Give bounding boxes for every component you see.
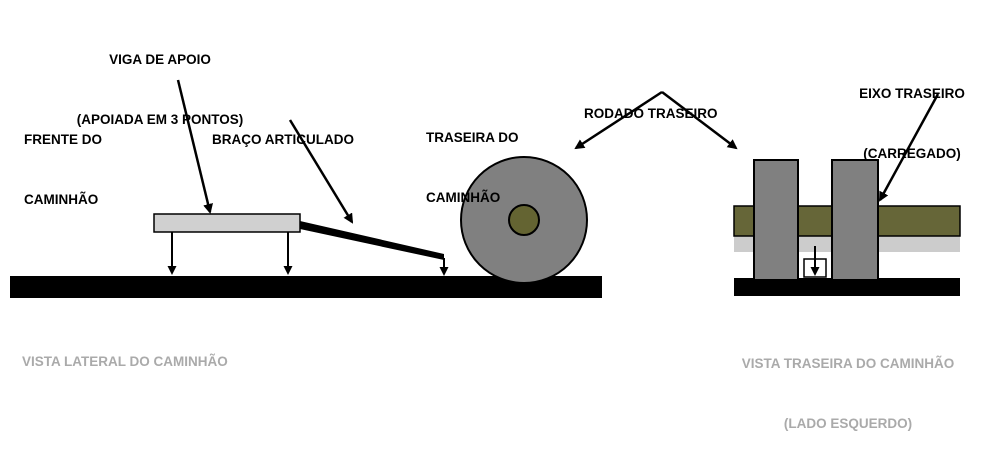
beam-label-line1: VIGA DE APOIO <box>109 52 211 67</box>
diagram-canvas: VIGA DE APOIO (APOIADA EM 3 PONTOS) FREN… <box>10 10 978 431</box>
wheels-label: RODADO TRASEIRO <box>584 64 718 164</box>
arm-label: BRAÇO ARTICULADO <box>212 90 354 190</box>
rear-label-line1: TRASEIRA DO <box>426 130 519 145</box>
rear-label-line2: CAMINHÃO <box>426 190 501 205</box>
rear-view-caption: VISTA TRASEIRA DO CAMINHÃO (LADO ESQUERD… <box>718 314 978 474</box>
rear-view-ground <box>734 278 960 296</box>
diagram-drawing <box>10 79 961 298</box>
articulated-arm <box>300 221 444 260</box>
side-view-ground <box>10 276 602 298</box>
side-view-caption-text: VISTA LATERAL DO CAMINHÃO <box>22 354 228 369</box>
axle-label-line1: EIXO TRASEIRO <box>859 86 965 101</box>
beam-label-line2: (APOIADA EM 3 PONTOS) <box>76 112 244 127</box>
beam-label: VIGA DE APOIO (APOIADA EM 3 PONTOS) <box>20 10 300 170</box>
support-beam <box>153 213 301 233</box>
axle-label: EIXO TRASEIRO (CARREGADO) <box>846 44 978 204</box>
axle-label-arrow <box>878 93 940 202</box>
rear-view-caption-line1: VISTA TRASEIRA DO CAMINHÃO <box>741 356 955 371</box>
wheels-label-text: RODADO TRASEIRO <box>584 106 718 121</box>
side-view-caption: VISTA LATERAL DO CAMINHÃO <box>22 312 228 412</box>
rear-tire-inner <box>831 159 879 281</box>
rear-label: TRASEIRA DO CAMINHÃO <box>426 88 519 248</box>
axle-label-line2: (CARREGADO) <box>863 146 961 161</box>
arm-label-arrow <box>288 119 354 224</box>
front-label-line1: FRENTE DO <box>24 132 103 147</box>
rear-view-caption-line2: (LADO ESQUERDO) <box>783 416 913 431</box>
wheels-arrow-left <box>574 90 663 150</box>
arm-label-text: BRAÇO ARTICULADO <box>212 132 354 147</box>
wheel-hub <box>508 204 540 236</box>
front-label: FRENTE DO CAMINHÃO <box>24 90 102 250</box>
wheels-arrow-right <box>661 91 738 150</box>
beam-label-arrow <box>176 79 213 214</box>
rear-tire-outer <box>753 159 799 281</box>
front-label-line2: CAMINHÃO <box>24 192 99 207</box>
